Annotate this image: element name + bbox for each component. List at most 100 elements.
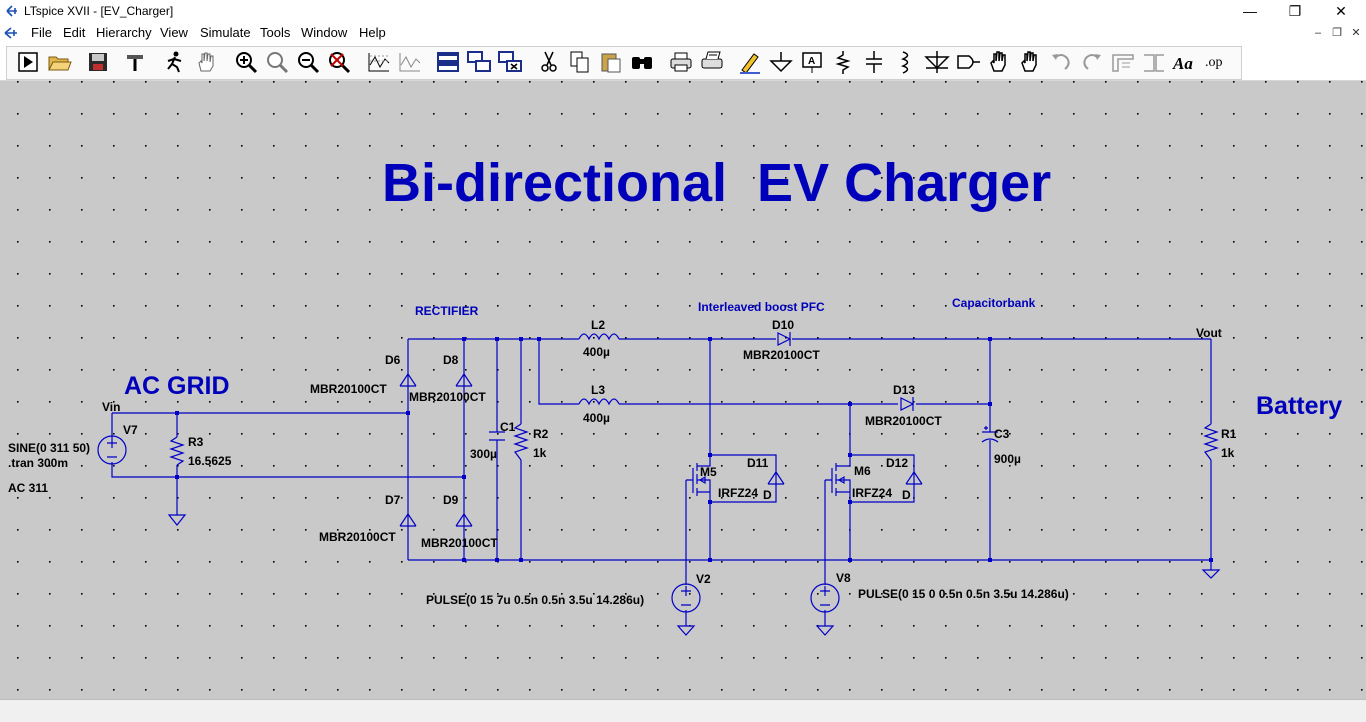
- waveform-autorange-icon[interactable]: [397, 49, 423, 75]
- menu-view[interactable]: View: [160, 25, 188, 40]
- l2-ref[interactable]: L2: [591, 318, 605, 332]
- zoom-out-icon[interactable]: [295, 49, 321, 75]
- c1-capacitor-symbol[interactable]: [489, 431, 505, 441]
- mdi-restore-button[interactable]: ❐: [1332, 27, 1342, 39]
- v2-value[interactable]: PULSE(0 15 7u 0.5n 0.5n 3.5u 14.286u): [426, 593, 644, 607]
- diode-icon[interactable]: [924, 49, 950, 75]
- r1-resistor-symbol[interactable]: [1203, 423, 1219, 461]
- v8-source-symbol[interactable]: [810, 583, 840, 613]
- ground-icon[interactable]: [768, 49, 794, 75]
- c3-ref[interactable]: C3: [994, 427, 1010, 441]
- move-icon[interactable]: [986, 49, 1012, 75]
- vout-netlabel[interactable]: Vout: [1196, 326, 1222, 340]
- d6-diode-symbol[interactable]: [399, 373, 417, 387]
- inductor-icon[interactable]: [892, 49, 918, 75]
- tran-directive[interactable]: .tran 300m: [8, 456, 68, 470]
- zoom-cancel-icon[interactable]: [326, 49, 352, 75]
- ground-v2-icon[interactable]: [676, 625, 696, 636]
- ground-r1-icon[interactable]: [1201, 569, 1221, 579]
- m6-model[interactable]: IRFZ24: [852, 486, 892, 500]
- ground-r3-icon[interactable]: [167, 514, 187, 526]
- d13-model[interactable]: MBR20100CT: [865, 414, 942, 428]
- minimize-button[interactable]: —: [1243, 3, 1257, 19]
- d13-diode-symbol[interactable]: [900, 397, 915, 411]
- zoom-in-icon[interactable]: [233, 49, 259, 75]
- r3-resistor-symbol[interactable]: [169, 436, 185, 466]
- r2-resistor-symbol[interactable]: [513, 423, 529, 461]
- d8-model[interactable]: MBR20100CT: [409, 390, 486, 404]
- d10-diode-symbol[interactable]: [777, 332, 792, 346]
- redo-icon[interactable]: [1079, 49, 1105, 75]
- text-icon[interactable]: Aa: [1172, 49, 1198, 75]
- capbank-label[interactable]: Capacitorbank: [952, 296, 1036, 310]
- r1-value[interactable]: 1k: [1221, 446, 1235, 460]
- save-icon[interactable]: [85, 49, 111, 75]
- control-panel-icon[interactable]: [123, 49, 149, 75]
- v2-source-symbol[interactable]: [671, 583, 701, 613]
- d11-pin[interactable]: D: [763, 488, 772, 502]
- open-icon[interactable]: [46, 49, 72, 75]
- pfc-label[interactable]: Interleaved boost PFC: [698, 300, 825, 314]
- l2-value[interactable]: 400µ: [583, 345, 610, 359]
- v8-value[interactable]: PULSE(0 15 0 0.5n 0.5n 3.5u 14.286u): [858, 587, 1069, 601]
- schematic-canvas[interactable]: Bi-directional EV Charger AC GRID Batter…: [0, 81, 1366, 699]
- ground-v8-icon[interactable]: [815, 625, 835, 636]
- d9-ref[interactable]: D9: [443, 493, 459, 507]
- d8-ref[interactable]: D8: [443, 353, 459, 367]
- menu-tools[interactable]: Tools: [260, 25, 291, 40]
- component-icon[interactable]: [955, 49, 981, 75]
- m5-ref[interactable]: M5: [700, 465, 717, 479]
- d6-ref[interactable]: D6: [385, 353, 401, 367]
- maximize-button[interactable]: ❐: [1288, 3, 1302, 19]
- vin-netlabel[interactable]: Vin: [102, 400, 120, 414]
- d12-pin[interactable]: D: [902, 488, 911, 502]
- undo-icon[interactable]: [1048, 49, 1074, 75]
- c1-ref[interactable]: C1: [500, 420, 516, 434]
- rotate-icon[interactable]: [1110, 49, 1136, 75]
- mdi-minimize-button[interactable]: –: [1314, 27, 1322, 39]
- menu-edit[interactable]: Edit: [63, 25, 86, 40]
- tile-icon[interactable]: [435, 49, 461, 75]
- d10-model[interactable]: MBR20100CT: [743, 348, 820, 362]
- r3-ref[interactable]: R3: [188, 435, 204, 449]
- l3-value[interactable]: 400µ: [583, 411, 610, 425]
- l3-ref[interactable]: L3: [591, 383, 605, 397]
- m5-mosfet-symbol[interactable]: [686, 455, 711, 500]
- d6-model[interactable]: MBR20100CT: [310, 382, 387, 396]
- waveform-icon[interactable]: [366, 49, 392, 75]
- v7-source-symbol[interactable]: [97, 435, 127, 465]
- d12-ref[interactable]: D12: [886, 456, 908, 470]
- resistor-icon[interactable]: [830, 49, 856, 75]
- m6-ref[interactable]: M6: [854, 464, 871, 478]
- print-icon[interactable]: [668, 49, 694, 75]
- menu-window[interactable]: Window: [301, 25, 348, 40]
- c1-value[interactable]: 300µ: [470, 447, 497, 461]
- close-button[interactable]: ✕: [1335, 3, 1347, 19]
- d8-diode-symbol[interactable]: [455, 373, 473, 387]
- menu-help[interactable]: Help: [359, 25, 386, 40]
- l3-inductor-symbol[interactable]: [578, 398, 620, 406]
- v7-value[interactable]: SINE(0 311 50): [8, 441, 90, 455]
- label-net-icon[interactable]: A: [799, 49, 825, 75]
- menu-file[interactable]: File: [31, 25, 52, 40]
- pan-icon[interactable]: [193, 49, 219, 75]
- mdi-close-button[interactable]: ✕: [1351, 27, 1361, 39]
- d7-diode-symbol[interactable]: [399, 513, 417, 527]
- document-icon[interactable]: [4, 26, 18, 40]
- zoom-fit-icon[interactable]: [264, 49, 290, 75]
- spice-directive-icon[interactable]: .op: [1203, 49, 1229, 75]
- d11-ref[interactable]: D11: [747, 456, 769, 470]
- m5-model[interactable]: IRFZ24: [718, 486, 758, 500]
- d9-model[interactable]: MBR20100CT: [421, 536, 498, 550]
- close-windows-icon[interactable]: [497, 49, 523, 75]
- paste-icon[interactable]: [598, 49, 624, 75]
- menu-hierarchy[interactable]: Hierarchy: [96, 25, 152, 40]
- schematic-title[interactable]: Bi-directional EV Charger: [382, 153, 1051, 213]
- r3-value[interactable]: 16.5625: [188, 454, 232, 468]
- find-icon[interactable]: [629, 49, 655, 75]
- v7-ref[interactable]: V7: [123, 423, 138, 437]
- battery-label[interactable]: Battery: [1256, 392, 1342, 420]
- r1-ref[interactable]: R1: [1221, 427, 1237, 441]
- capacitor-icon[interactable]: [861, 49, 887, 75]
- v7-ac-value[interactable]: AC 311: [8, 481, 48, 495]
